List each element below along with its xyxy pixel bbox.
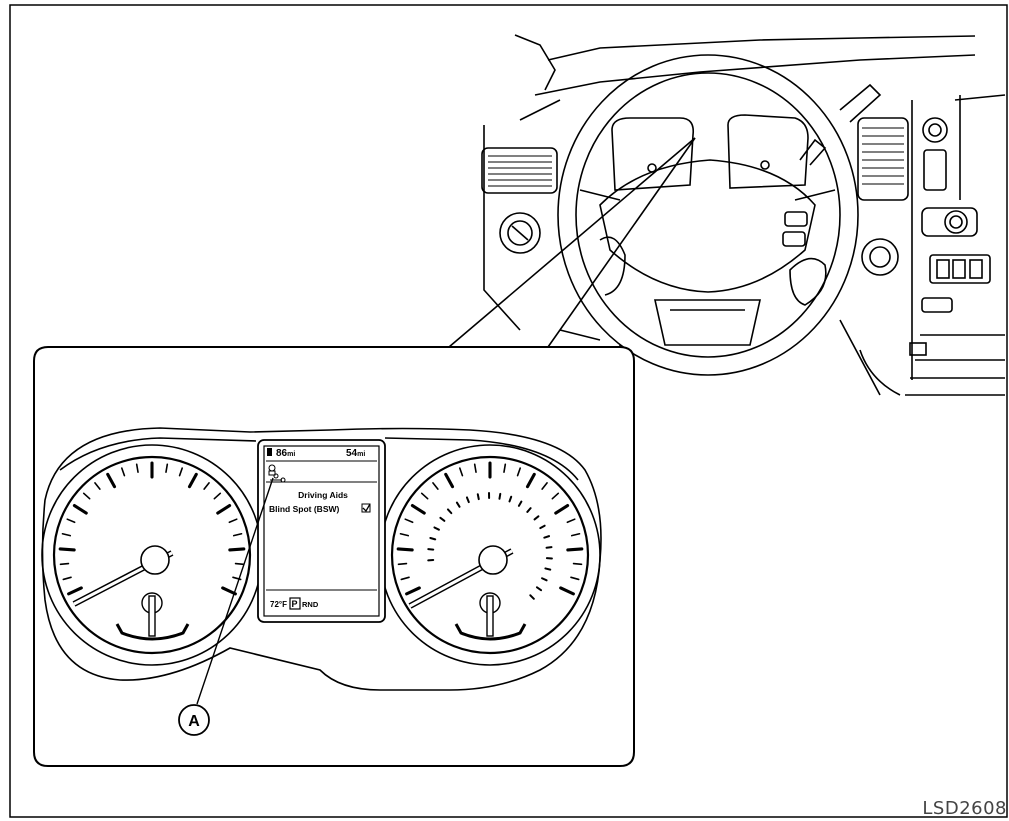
gear-others: RND [302, 600, 319, 609]
gauge-tick [234, 562, 245, 566]
bsw-checkmark [362, 503, 371, 513]
gauge-inner-tick [498, 492, 502, 500]
gauge-inner-tick [476, 493, 480, 501]
gauge-tick [165, 463, 169, 473]
gauge-inner-tick [455, 501, 461, 508]
gauge-tick [559, 586, 575, 596]
outside-temperature: 72°F [270, 600, 287, 609]
gauge-tick [420, 492, 429, 500]
gauge-tick [503, 463, 507, 473]
cluster-housing [41, 427, 602, 691]
gauge-tick [399, 532, 410, 537]
callout-leader-lines [448, 137, 696, 348]
gauge-tick [221, 586, 237, 596]
range-unit: mi [287, 451, 295, 458]
gauge-tick [458, 467, 464, 477]
gauge-inner-tick [545, 546, 553, 549]
gauge-tick [82, 492, 91, 500]
gauge-tick [61, 532, 72, 537]
figure-border [9, 4, 1008, 818]
gauge-inner-tick [433, 526, 440, 531]
gauge-tick [566, 547, 584, 552]
dashboard-drawing [481, 34, 1006, 396]
gear-indicator-box [289, 597, 301, 610]
gauge-tick [213, 492, 222, 500]
gauge-inner-tick [529, 594, 535, 600]
gauge-tick [67, 586, 83, 596]
gauge-inner-tick [539, 524, 546, 530]
gauge-tick [516, 467, 522, 477]
gauge-tick [178, 467, 184, 477]
bsw-checkbox [361, 503, 371, 513]
gauge-inner-tick [526, 507, 532, 513]
gauge-inner-tick [543, 535, 551, 539]
gauge-tick [473, 463, 477, 473]
figure-reference: LSD2608 [922, 798, 1007, 819]
gauge-tick [432, 482, 439, 490]
svg-text:86mi: 86mi [276, 448, 295, 459]
gauge-tick [106, 472, 117, 489]
gauge-inner-tick [439, 516, 446, 522]
gauge-inner-tick [535, 586, 543, 592]
gauge-tick [404, 518, 414, 524]
gauge-tick [397, 562, 408, 566]
gauge-tick [232, 532, 243, 537]
gauge-tick [566, 518, 576, 524]
menu-title: Driving Aids [298, 490, 348, 500]
gauge-inner-tick [517, 500, 523, 507]
gauge-tick [216, 504, 232, 515]
gauge-tick [228, 547, 246, 552]
gauge-tick [228, 518, 238, 524]
gauge-inner-tick [533, 515, 540, 521]
gauge-tick [405, 586, 421, 596]
gauge-tick [59, 562, 70, 566]
gauge-tick [551, 492, 560, 500]
gauge-tick [94, 482, 101, 490]
gauge-tick [58, 547, 76, 552]
gauge-inner-tick [541, 577, 548, 582]
range-value: 86 [276, 448, 288, 459]
gauge-tick [572, 562, 583, 566]
gauge-tick [62, 576, 72, 581]
gauge-tick [203, 482, 210, 490]
gauge-tick [72, 504, 88, 515]
gauge-tick [66, 518, 76, 524]
tachometer-gauge [41, 444, 263, 666]
trip-value: 54 [346, 448, 358, 459]
gauge-inner-tick [508, 495, 513, 503]
gauge-inner-tick [429, 537, 437, 541]
svg-text:54mi: 54mi [346, 448, 365, 459]
fuel-pump-icon [267, 448, 272, 456]
gauge-inner-tick [465, 496, 470, 504]
gauge-tick [120, 467, 126, 477]
gauge-tick [396, 547, 414, 552]
gauge-tick [525, 472, 536, 489]
gauge-tick [400, 576, 410, 581]
gauge-inner-tick [446, 508, 453, 515]
gauge-tick [135, 463, 139, 473]
gauge-tick [444, 472, 455, 489]
gauge-tick [570, 576, 580, 581]
gauge-tick [541, 482, 548, 490]
callout-a: A [178, 477, 274, 736]
speedometer-gauge [379, 444, 601, 666]
center-display: 86mi 54mi Driving Aids Blind Spot (BSW) … [257, 439, 386, 623]
menu-item-bsw: Blind Spot (BSW) [269, 504, 340, 514]
gauge-tick [570, 532, 581, 537]
gauge-inner-tick [544, 567, 552, 571]
gear-selected: P [292, 599, 298, 609]
callout-a-label: A [188, 713, 200, 730]
gauge-tick [410, 504, 426, 515]
gauge-tick [187, 472, 198, 489]
trip-unit: mi [357, 451, 365, 458]
gauge-tick [554, 504, 570, 515]
